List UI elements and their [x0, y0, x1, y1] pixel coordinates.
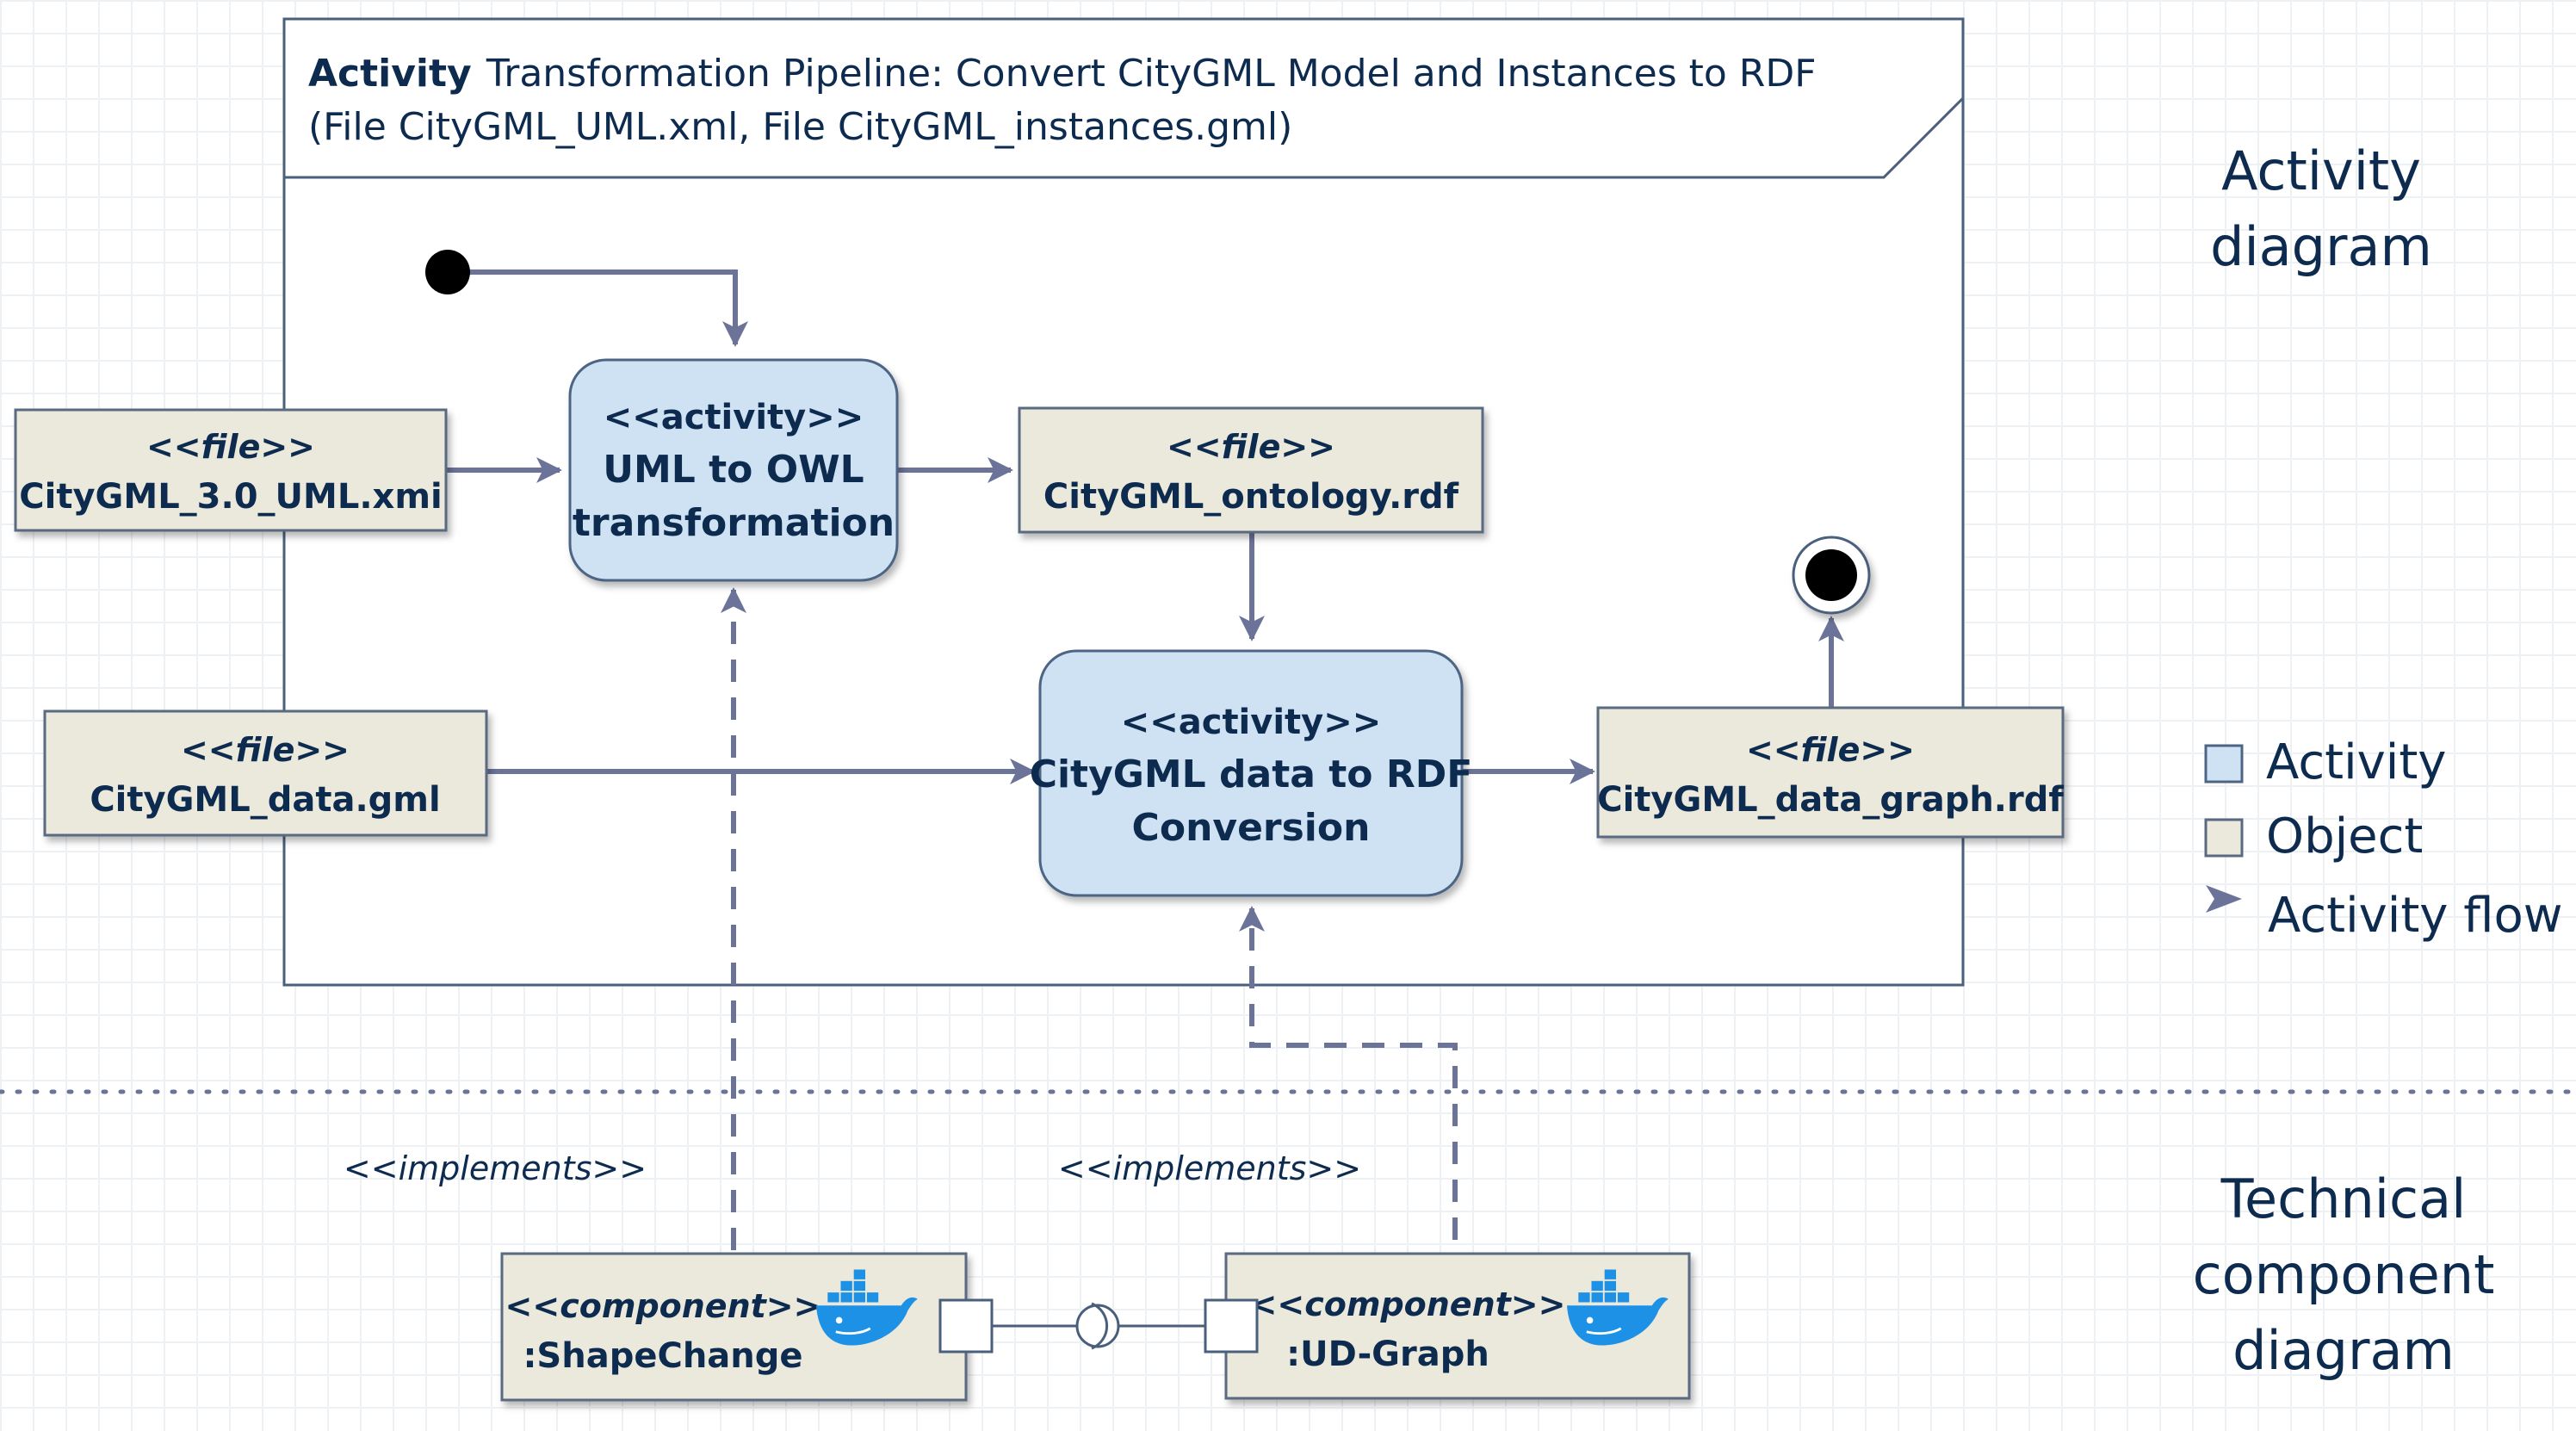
activity-line1: UML to OWL: [603, 448, 864, 492]
component-name: :ShapeChange: [523, 1336, 802, 1376]
side-label-line: diagram: [2210, 215, 2432, 278]
object-name: CityGML_data_graph.rdf: [1597, 780, 2064, 820]
side-label-line: diagram: [2232, 1319, 2455, 1382]
object-stereotype: <<file>>: [146, 428, 315, 466]
side-label-line: Activity: [2221, 139, 2421, 202]
component-udgraph: <<component>> :UD-Graph: [1204, 1252, 1691, 1400]
side-label-line: component: [2193, 1243, 2495, 1306]
side-label-activity-diagram: Activity diagram: [2210, 139, 2432, 278]
legend-activity-label: Activity: [2266, 734, 2446, 790]
legend: Activity Object Activity flow: [2204, 734, 2563, 944]
activity-uml-to-owl: <<activity>> UML to OWL transformation: [568, 358, 899, 582]
component-port: [1204, 1298, 1259, 1354]
frame-title-line2: (File CityGML_UML.xml, File CityGML_inst…: [308, 105, 1292, 149]
object-data-file: <<file>> CityGML_data.gml: [43, 709, 488, 837]
implements-link-udgraph: [1239, 906, 1458, 1240]
object-stereotype: <<file>>: [181, 731, 350, 769]
legend-activity-swatch: [2204, 744, 2244, 784]
side-label-line: Technical: [2220, 1168, 2467, 1230]
flow-initial-to-uml-owl: [465, 269, 748, 347]
side-label-technical-component: Technical component diagram: [2193, 1168, 2495, 1382]
frame-title-rest: Transformation Pipeline: Convert CityGML…: [486, 52, 1817, 96]
component-stereotype: <<component>>: [505, 1287, 821, 1325]
implements-label-shapechange: <<implements>>: [344, 1149, 647, 1187]
legend-flow-arrow-icon: [2206, 885, 2242, 913]
frame-title-bold: Activity: [308, 52, 472, 96]
component-stereotype: <<component>>: [1250, 1285, 1566, 1323]
object-name: CityGML_ontology.rdf: [1043, 477, 1459, 517]
object-name: CityGML_data.gml: [90, 780, 440, 820]
object-ontology-file: <<file>> CityGML_ontology.rdf: [1018, 406, 1484, 534]
component-connector: [992, 1302, 1205, 1350]
legend-object-label: Object: [2266, 808, 2423, 864]
interface-lollipop: [1075, 1304, 1120, 1348]
activity-line2: transformation: [573, 501, 895, 545]
object-name: CityGML_3.0_UML.xmi: [19, 477, 442, 517]
object-uml-file: <<file>> CityGML_3.0_UML.xmi: [14, 408, 448, 532]
activity-line2: Conversion: [1132, 806, 1371, 850]
object-graph-file: <<file>> CityGML_data_graph.rdf: [1596, 706, 2065, 839]
implements-label-udgraph: <<implements>>: [1058, 1149, 1361, 1187]
activity-stereotype: <<activity>>: [604, 398, 864, 437]
implements-links: [721, 587, 1458, 1250]
object-stereotype: <<file>>: [1746, 731, 1915, 769]
interface-socket: [1091, 1302, 1109, 1350]
component-name: :UD-Graph: [1286, 1335, 1489, 1374]
activity-stereotype: <<activity>>: [1121, 703, 1382, 742]
activity-line1: CityGML data to RDF: [1030, 753, 1473, 796]
component-shapechange: <<component>> :ShapeChange: [500, 1252, 994, 1402]
final-node: [1792, 536, 1871, 615]
frame-title: Activity Transformation Pipeline: Conver…: [308, 52, 1817, 96]
component-port: [938, 1298, 994, 1354]
legend-flow-label: Activity flow: [2268, 888, 2563, 944]
activity-citygml-to-rdf: <<activity>> CityGML data to RDF Convers…: [1030, 649, 1473, 897]
legend-object-swatch: [2204, 818, 2244, 858]
object-stereotype: <<file>>: [1167, 428, 1335, 466]
activity-flows: [446, 269, 1844, 784]
initial-node: [425, 250, 470, 294]
